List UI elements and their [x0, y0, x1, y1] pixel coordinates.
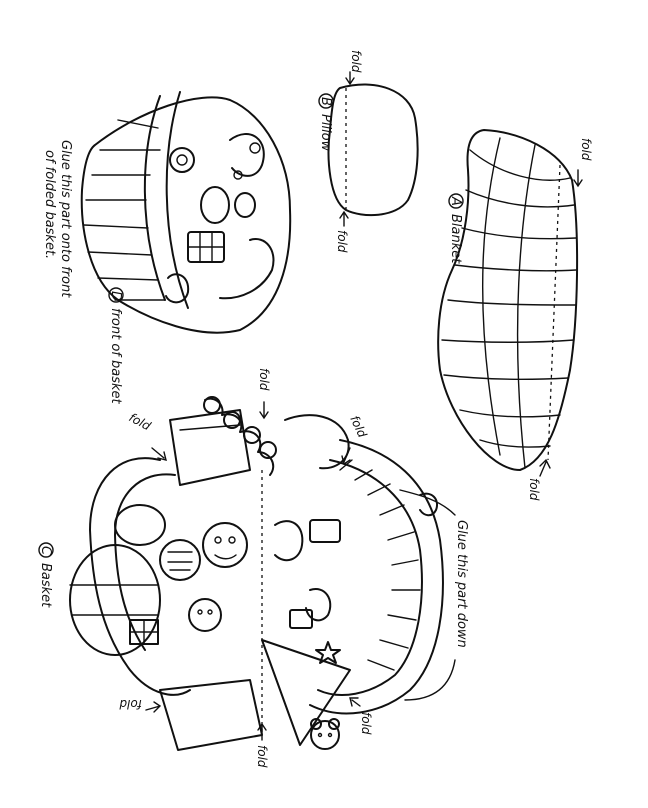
svg-text:fold: fold: [579, 138, 593, 161]
svg-text:fold: fold: [255, 745, 269, 768]
svg-text:front of basket: front of basket: [108, 308, 123, 405]
basket-fold-bottom-label: fold: [255, 745, 269, 768]
blanket-fold-top-label: fold: [579, 138, 593, 161]
basket-fold-top-label: fold: [257, 368, 271, 391]
pillow-fold-bottom-arrow: [339, 210, 349, 227]
svg-text:B: B: [318, 97, 333, 106]
basket-fold-lower-right-label: fold: [359, 712, 373, 735]
basket-fold-bottom-arrow: [257, 722, 267, 741]
blanket-fold-bottom-arrow: [539, 458, 551, 477]
svg-text:Glue this part down: Glue this part down: [454, 520, 469, 648]
svg-text:fold: fold: [257, 368, 271, 391]
basket-fold-left-arrow: [151, 447, 167, 461]
pillow-fold-bottom-label: fold: [335, 230, 349, 253]
svg-text:Pillow: Pillow: [318, 114, 333, 152]
pillow-piece: [327, 83, 419, 217]
svg-text:D: D: [108, 291, 123, 301]
basket-title: C Basket: [38, 542, 54, 608]
svg-text:fold: fold: [359, 712, 373, 735]
blanket-title: A Blanket: [448, 193, 464, 264]
blanket-piece: [437, 129, 579, 471]
svg-text:Basket: Basket: [38, 563, 53, 608]
basket-fold-lower-right-arrow: [349, 697, 361, 707]
glue-front-instruction: Glue this part onto front of folded bask…: [42, 140, 73, 298]
basket-fold-right-arrow: [341, 447, 351, 466]
basket-fold-top-arrow: [259, 401, 269, 420]
svg-text:Blanket: Blanket: [448, 214, 463, 264]
svg-text:A: A: [448, 196, 463, 206]
svg-text:of folded basket.: of folded basket.: [42, 150, 57, 259]
svg-text:C: C: [38, 546, 53, 556]
glue-down-instruction: Glue this part down: [454, 520, 469, 648]
svg-text:fold: fold: [527, 478, 541, 501]
glue-down-leader-bottom: [404, 659, 456, 701]
blanket-fold-top-arrow: [573, 169, 583, 188]
svg-text:fold: fold: [335, 230, 349, 253]
pillow-title: B Pillow: [318, 93, 334, 152]
basket-fold-lower-left-arrow: [145, 701, 162, 713]
svg-text:fold: fold: [349, 50, 363, 73]
basket-fold-left-label: fold: [127, 410, 154, 433]
front-of-basket-piece: [80, 91, 292, 334]
svg-text:fold: fold: [347, 413, 369, 440]
pillow-fold-top-arrow: [345, 71, 355, 86]
svg-text:Glue this part onto front: Glue this part onto front: [58, 140, 73, 298]
basket-piece: [69, 396, 444, 751]
svg-text:fold: fold: [127, 410, 154, 433]
front-of-basket-title: D front of basket: [108, 287, 124, 405]
svg-text:fold: fold: [119, 697, 142, 711]
basket-fold-lower-left-label: fold: [119, 697, 142, 711]
glue-down-leader-top: [399, 489, 456, 516]
blanket-fold-bottom-label: fold: [527, 478, 541, 501]
basket-fold-right-label: fold: [347, 413, 369, 440]
pillow-fold-top-label: fold: [349, 50, 363, 73]
